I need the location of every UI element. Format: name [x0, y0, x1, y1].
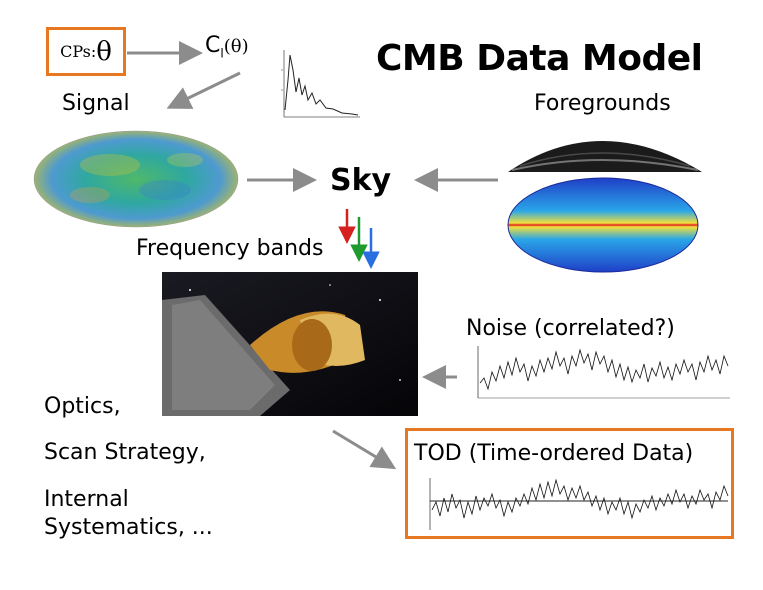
systematics-more: Systematics, ...	[44, 515, 213, 540]
signal-label: Signal	[62, 91, 130, 116]
frequency-bands-label: Frequency bands	[136, 236, 324, 261]
cmb-signal-map	[33, 130, 239, 228]
satellite-image	[162, 272, 418, 416]
cps-label: CPs:	[60, 42, 97, 61]
foreground-synchrotron-map	[507, 177, 699, 273]
foreground-dust-map	[508, 141, 702, 172]
theta-symbol: θ	[96, 36, 112, 67]
power-spectrum-label: Cl(θ)	[205, 33, 249, 60]
page-title: CMB Data Model	[376, 38, 703, 79]
systematics-internal: Internal	[44, 487, 129, 512]
noise-timestream-plot	[477, 346, 730, 399]
cl-to-signal-arrow	[166, 71, 241, 109]
tod-timestream-plot	[429, 478, 729, 530]
systematics-scan-strategy: Scan Strategy,	[44, 440, 206, 465]
sky-label: Sky	[330, 163, 392, 198]
instrument-to-tod-arrow	[332, 429, 397, 470]
noise-label: Noise (correlated?)	[466, 316, 675, 341]
tod-label: TOD (Time-ordered Data)	[414, 441, 694, 466]
cl-letter: C	[205, 33, 221, 58]
tod-box	[405, 428, 734, 539]
cl-subscript: l	[220, 46, 224, 61]
systematics-optics: Optics,	[44, 394, 121, 419]
cosmological-parameters-box: CPs:θ	[46, 27, 126, 76]
cl-argument: (θ)	[223, 36, 249, 57]
power-spectrum-plot	[276, 47, 362, 120]
foregrounds-label: Foregrounds	[534, 91, 671, 116]
